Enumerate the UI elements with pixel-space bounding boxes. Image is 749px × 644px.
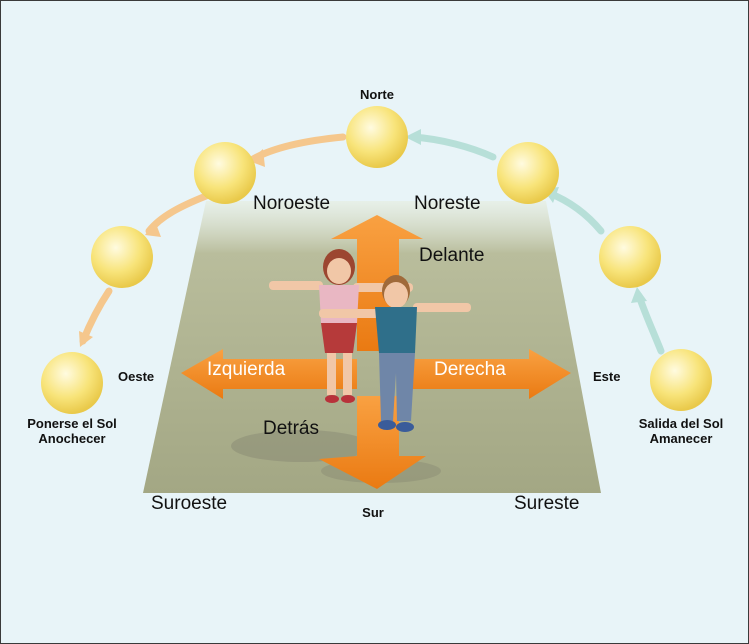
sun-icon — [346, 106, 408, 168]
label-northeast: Noreste — [414, 193, 481, 214]
sun-icon — [41, 352, 103, 414]
sun-icon — [650, 349, 712, 411]
label-left: Izquierda — [207, 359, 286, 380]
boy-figure — [319, 275, 471, 432]
label-right: Derecha — [434, 359, 506, 380]
figure-shadow — [231, 430, 371, 462]
label-front: Delante — [419, 245, 485, 266]
label-west: Oeste — [118, 369, 155, 384]
sun-icon — [194, 142, 256, 204]
label-southeast: Sureste — [514, 493, 580, 514]
sun-icon — [497, 142, 559, 204]
label-sunset-line2: Anochecer — [38, 431, 106, 446]
label-behind: Detrás — [263, 418, 319, 439]
arrow-behind — [319, 396, 426, 489]
label-sunrise-line1: Salida del Sol — [638, 416, 724, 431]
sun-icon — [91, 226, 153, 288]
label-southwest: Suroeste — [151, 493, 228, 514]
label-northwest: Noroeste — [253, 193, 331, 214]
label-sunset-line1: Ponerse el Sol — [27, 416, 117, 431]
label-east: Este — [593, 369, 621, 384]
arrow-left — [181, 349, 357, 399]
girl-figure — [269, 249, 413, 403]
label-north: Norte — [360, 87, 394, 102]
label-south: Sur — [362, 505, 384, 520]
label-sunrise-line2: Amanecer — [649, 431, 713, 446]
arrow-right — [399, 349, 571, 399]
sun-icon — [599, 226, 661, 288]
